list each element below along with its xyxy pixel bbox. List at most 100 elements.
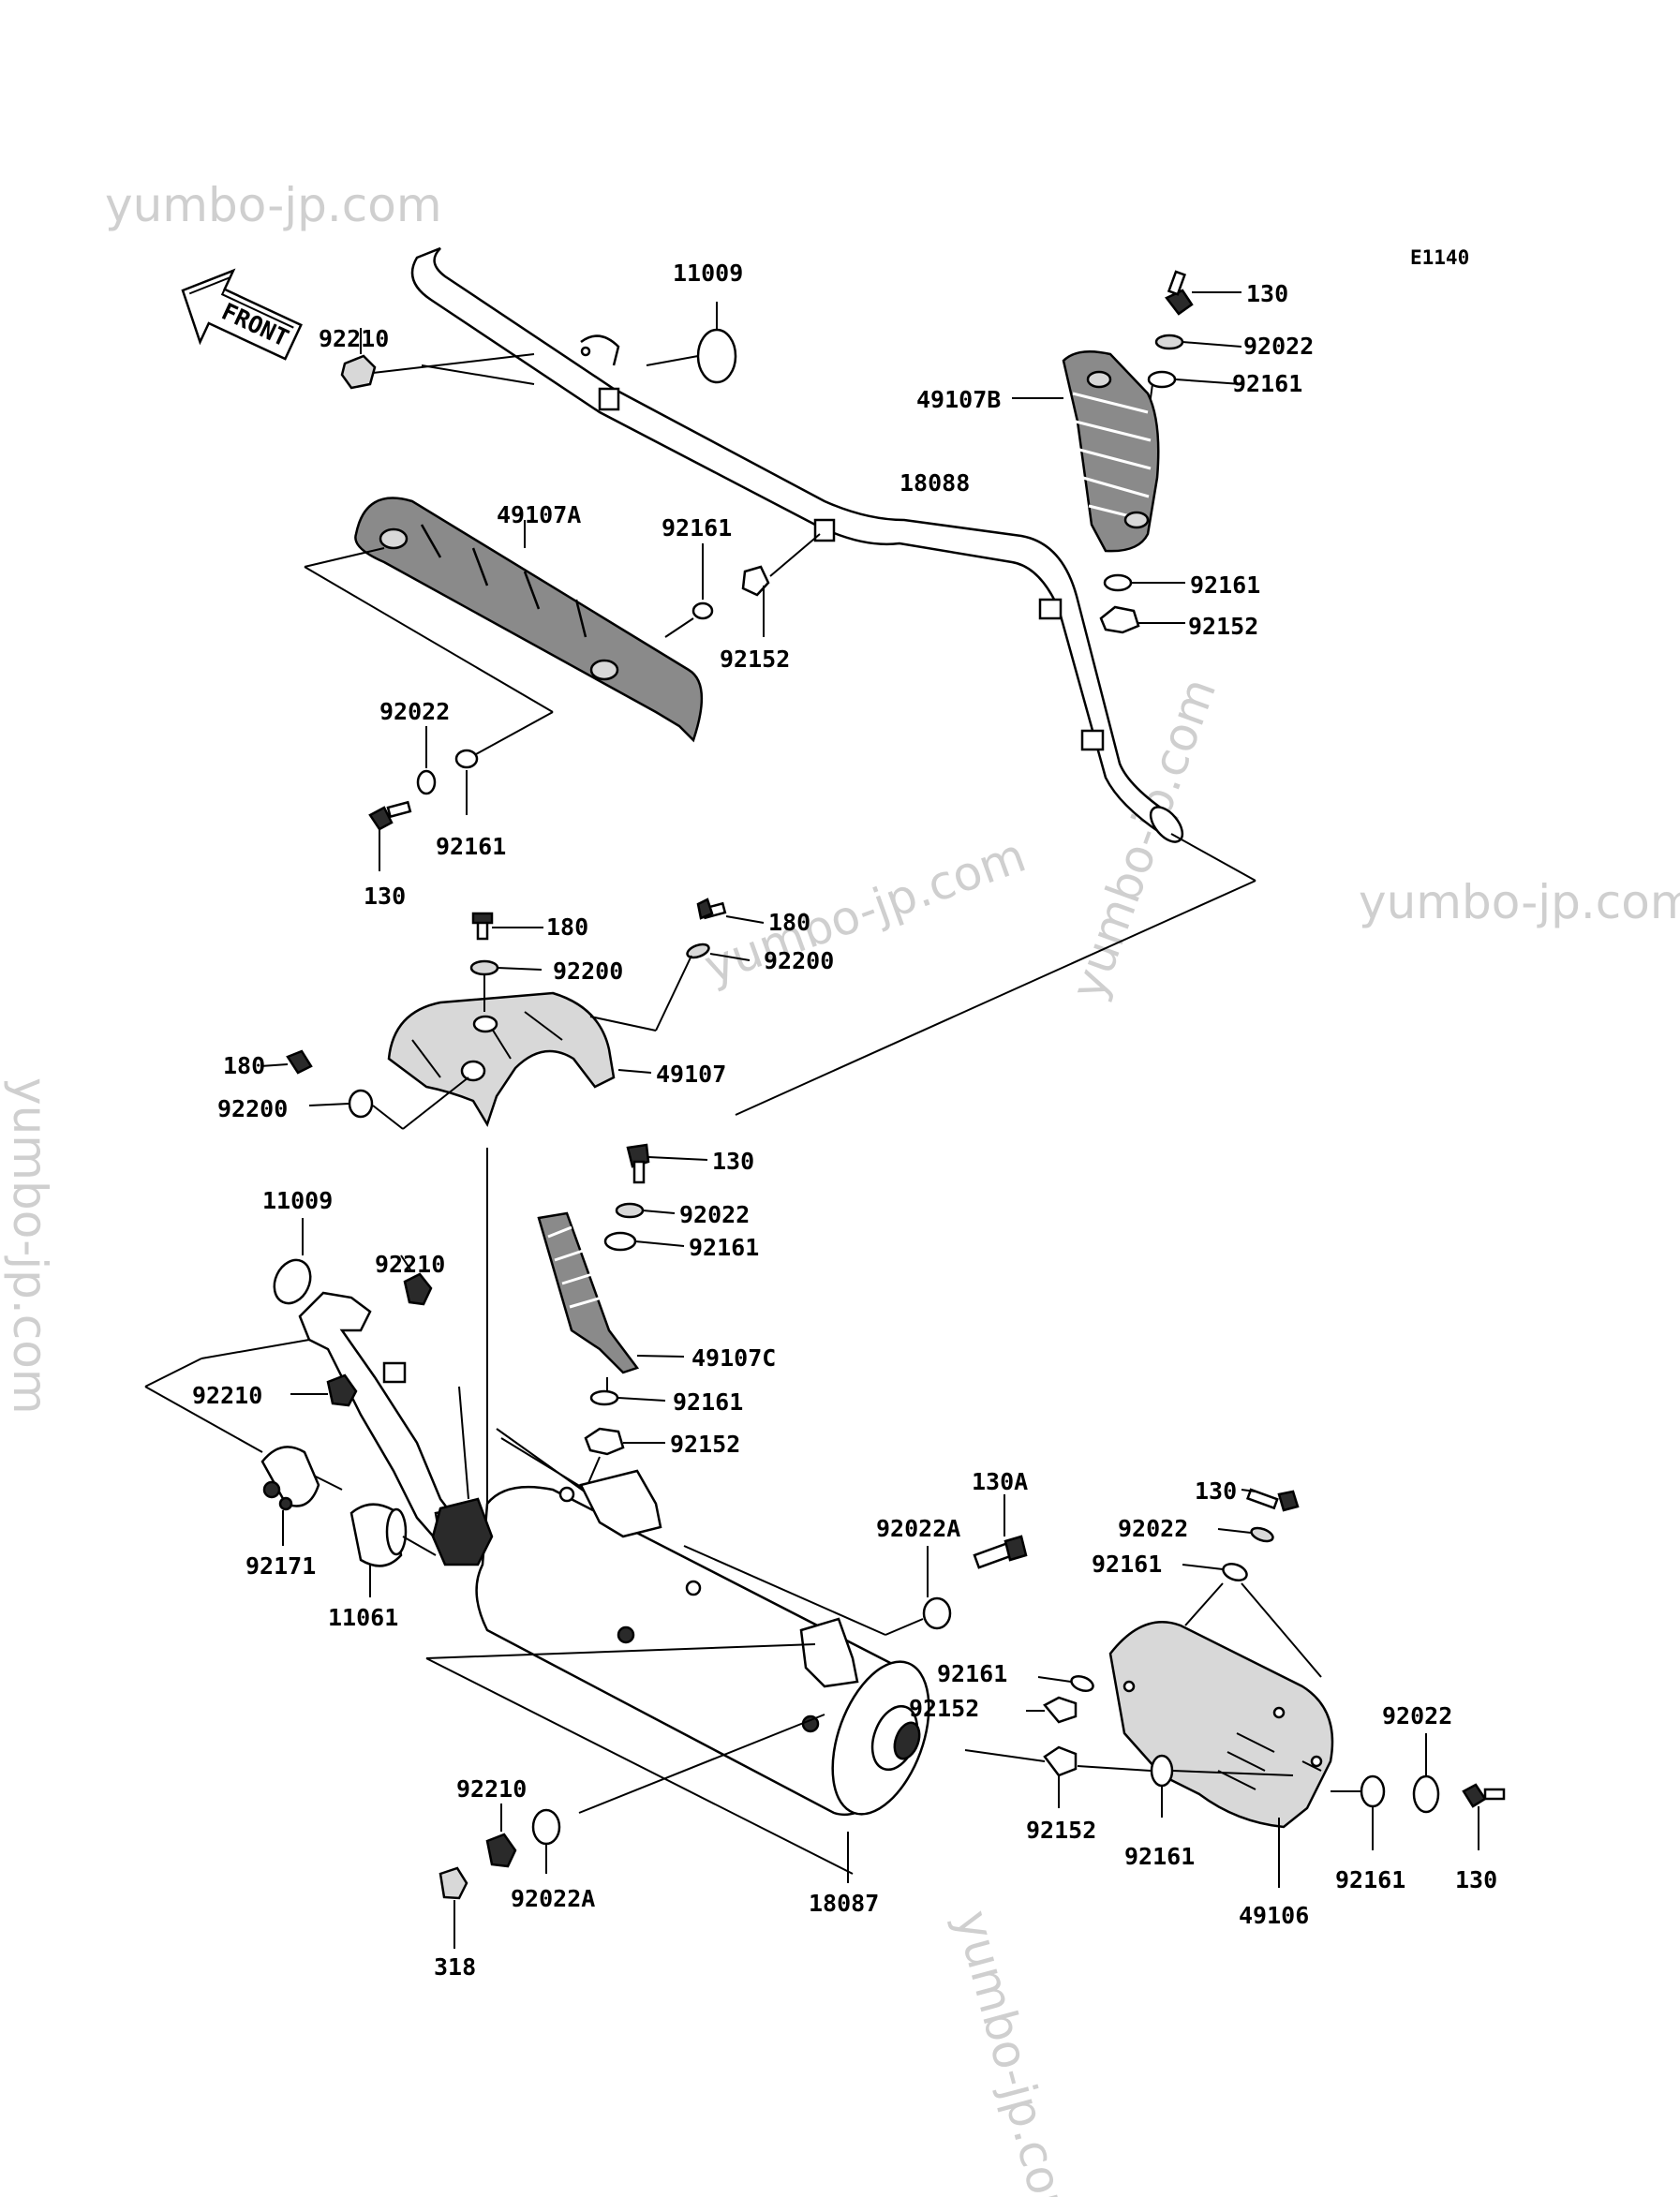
- label-92161-c: 92161: [1232, 370, 1302, 397]
- nut-92210-c: [326, 1373, 358, 1407]
- label-180-c: 180: [223, 1052, 265, 1079]
- label-11009-lower: 11009: [262, 1187, 333, 1214]
- washer-92161-f: [589, 1389, 619, 1406]
- heat-guard-49107a: [304, 497, 704, 743]
- label-92022a-a: 92022A: [876, 1515, 960, 1542]
- washer-92022-b: [1154, 334, 1184, 350]
- label-130-c: 130: [712, 1148, 754, 1175]
- label-92161-b: 92161: [436, 833, 506, 860]
- nut-318: [439, 1866, 468, 1900]
- collar-92152-d: [1043, 1696, 1078, 1724]
- label-92200-b: 92200: [764, 947, 834, 974]
- bolt-130-d: [1241, 1488, 1300, 1512]
- label-180-b: 180: [768, 909, 810, 936]
- label-92161-f: 92161: [673, 1388, 743, 1416]
- washer-92161-c: [1147, 370, 1177, 389]
- label-130-d: 130: [1195, 1477, 1237, 1505]
- bolt-130-a: [368, 800, 412, 871]
- heat-guard-49107c: [537, 1211, 685, 1374]
- collar-92152-c: [584, 1427, 625, 1456]
- muffler-18087: [425, 1469, 930, 1883]
- bolt-180-b: [696, 898, 765, 924]
- washer-92022-a: [416, 769, 437, 795]
- label-18088: 18088: [899, 469, 970, 497]
- label-92200-a: 92200: [553, 957, 623, 985]
- watermark-right: yumbo-jp.com: [1359, 875, 1680, 929]
- label-180-a: 180: [546, 913, 588, 941]
- bolt-130a: [973, 1494, 1028, 1569]
- exhaust-pipe-18088: [410, 246, 1184, 843]
- seal-11061: [349, 1503, 437, 1597]
- washer-92022-c: [615, 1202, 645, 1219]
- watermark-center: yumbo-jp.com: [697, 828, 1033, 994]
- label-92152-c: 92152: [670, 1431, 740, 1458]
- washer-92200-c: [348, 1089, 374, 1119]
- bolt-130-b: [1165, 270, 1241, 316]
- washer-92161-e: [603, 1231, 637, 1252]
- label-49107a: 49107A: [497, 501, 581, 528]
- label-92152-b: 92152: [1188, 613, 1258, 640]
- label-130a: 130A: [972, 1468, 1028, 1495]
- label-49107b: 49107B: [916, 386, 1001, 413]
- front-arrow-icon: FRONT: [181, 268, 303, 361]
- label-130-a: 130: [364, 883, 406, 910]
- label-49107c: 49107C: [691, 1344, 776, 1372]
- watermark-bottom: yumbo-jp.com: [944, 1905, 1084, 2197]
- washer-92161-b: [454, 749, 479, 769]
- label-92022-e: 92022: [1382, 1702, 1452, 1729]
- label-92161-g: 92161: [1092, 1551, 1162, 1578]
- diagram-code: E1140: [1410, 246, 1469, 269]
- washer-92161-a: [691, 601, 714, 620]
- label-92210-d: 92210: [456, 1775, 527, 1803]
- label-130-e: 130: [1455, 1866, 1497, 1893]
- label-11009-top: 11009: [673, 260, 743, 287]
- watermark-center-right: yumbo-jp.com: [1061, 671, 1227, 1006]
- label-130-b: 130: [1246, 280, 1288, 307]
- label-49107: 49107: [656, 1061, 726, 1088]
- label-49106: 49106: [1239, 1902, 1309, 1929]
- washer-92161-d: [1103, 573, 1133, 592]
- label-92210-b: 92210: [375, 1251, 445, 1278]
- heat-guard-49107: [387, 991, 616, 1127]
- bolt-130-c: [626, 1143, 708, 1184]
- label-92022-d: 92022: [1118, 1515, 1188, 1542]
- label-92022-a: 92022: [379, 698, 450, 725]
- label-11061: 11061: [328, 1604, 398, 1631]
- washer-92022-e: [1412, 1774, 1440, 1814]
- label-92161-d: 92161: [1190, 572, 1260, 599]
- heat-guard-49107b: [1012, 349, 1160, 553]
- label-92022a-b: 92022A: [511, 1885, 595, 1912]
- bolt-180-a: [471, 912, 543, 941]
- collar-92152-b: [1099, 605, 1140, 634]
- washer-92161-h: [1070, 1674, 1094, 1693]
- bolt-180-c: [260, 1049, 313, 1075]
- washer-92022a-b: [531, 1808, 561, 1846]
- label-92022-c: 92022: [679, 1201, 750, 1228]
- washer-92161-j: [1360, 1774, 1386, 1808]
- washer-92161-i: [1150, 1754, 1174, 1788]
- nut-92210-d: [485, 1833, 517, 1868]
- washer-92161-g: [1222, 1563, 1248, 1581]
- label-92161-i: 92161: [1124, 1843, 1195, 1870]
- nut-92210-b: [403, 1272, 433, 1306]
- watermark-left-vertical: yumbo-jp.com: [3, 1077, 57, 1415]
- label-318: 318: [434, 1953, 476, 1981]
- washer-92200-a: [469, 959, 499, 976]
- label-92022-b: 92022: [1243, 333, 1314, 360]
- washer-92022-d: [1250, 1526, 1274, 1543]
- bolt-130-e: [1462, 1783, 1506, 1850]
- label-92161-j: 92161: [1335, 1866, 1405, 1893]
- gasket-11009-top: [696, 328, 737, 384]
- label-92171: 92171: [245, 1552, 316, 1580]
- label-92161-e: 92161: [689, 1234, 759, 1261]
- label-92152-a: 92152: [720, 646, 790, 673]
- gasket-11009-lower: [273, 1258, 312, 1305]
- nut-92210-top: [340, 328, 535, 390]
- washer-92022a-a: [922, 1596, 952, 1630]
- washer-92200-b: [686, 943, 710, 959]
- collar-92152-e: [1043, 1745, 1078, 1777]
- watermark-top-left: yumbo-jp.com: [105, 178, 442, 232]
- label-92210-top: 92210: [319, 325, 389, 352]
- clamp-92171: [260, 1446, 343, 1546]
- label-92210-c: 92210: [192, 1382, 262, 1409]
